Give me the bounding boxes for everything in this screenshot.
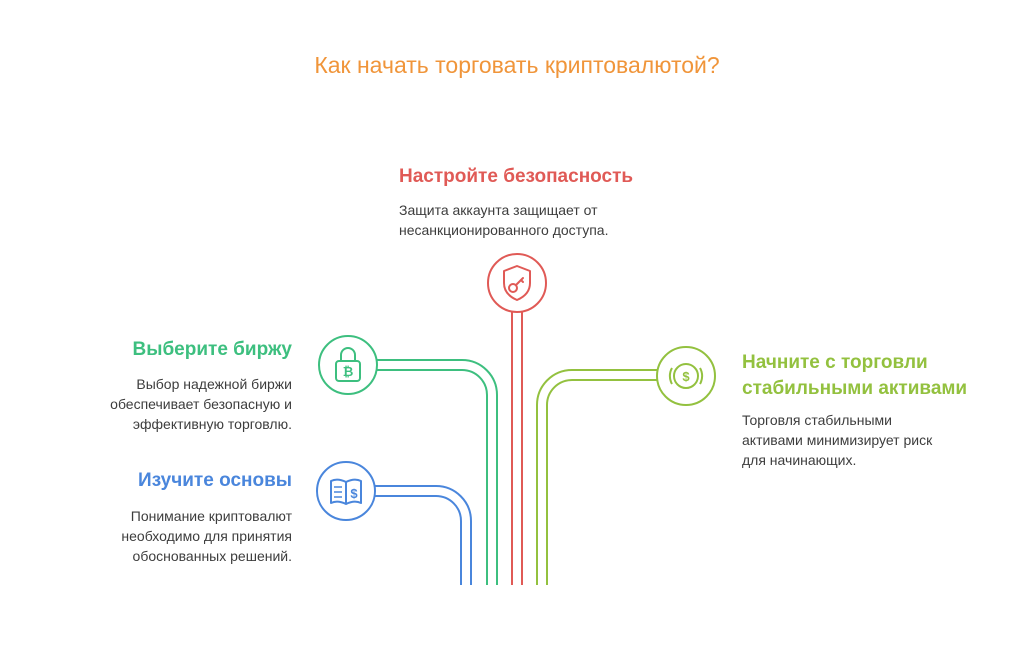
- svg-text:$: $: [682, 369, 690, 384]
- basics-heading: Изучите основы: [138, 470, 292, 491]
- security-heading: Настройте безопасность: [399, 166, 634, 187]
- stable-description: Торговля стабильными активами минимизиру…: [742, 412, 933, 468]
- stable-heading: Начните с торговли стабильными активами: [742, 352, 968, 399]
- basics-connector: [374, 485, 472, 585]
- exchange-heading: Выберите биржу: [132, 339, 293, 360]
- page-title: Как начать торговать криптовалютой?: [314, 52, 720, 78]
- dollar-coin-icon: $: [656, 346, 716, 406]
- svg-text:$: $: [350, 486, 358, 501]
- exchange-connector: [376, 359, 498, 585]
- stable-connector: [536, 369, 658, 585]
- bitcoin-lock-icon: ₿: [318, 335, 378, 395]
- shield-key-icon: [487, 253, 547, 313]
- book-dollar-icon: $: [316, 461, 376, 521]
- basics-description: Понимание криптовалют необходимо для при…: [121, 508, 292, 564]
- svg-text:₿: ₿: [343, 364, 354, 379]
- security-description: Защита аккаунта защищает от несанкционир…: [399, 202, 609, 238]
- exchange-description: Выбор надежной биржи обеспечивает безопа…: [110, 376, 292, 432]
